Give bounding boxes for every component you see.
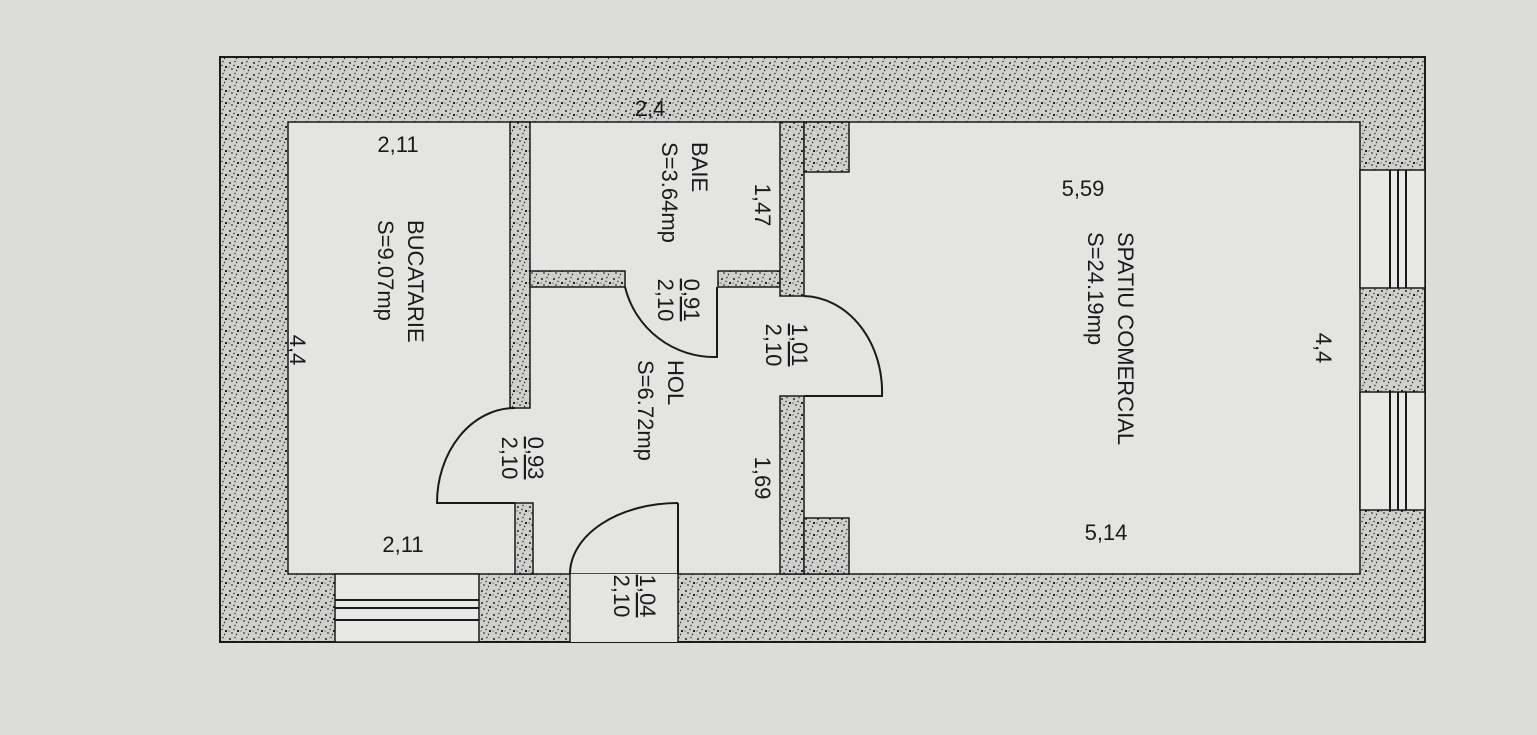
- dim-kitchen-top: 2,11: [377, 132, 418, 157]
- wall-shop-stub-top: [803, 121, 850, 173]
- room-area-kitchen: S=9.07mp: [373, 220, 398, 321]
- dim-top-outer: 2,4: [635, 96, 666, 121]
- room-name-shop: SPATIU COMERCIAL: [1113, 232, 1138, 445]
- wall-bath-hall-right: [717, 270, 781, 288]
- window-kitchen: [334, 573, 480, 643]
- wall-kitchen-hall: [514, 502, 534, 575]
- room-area-bath: S=3.64mp: [657, 142, 682, 243]
- door-height-shop: 2,10: [761, 324, 786, 367]
- door-width-shop: 1,01: [787, 324, 812, 367]
- room-area-hall: S=6.72mp: [633, 360, 658, 461]
- wall-kitchen-bath: [509, 121, 531, 409]
- dim-shop-top: 5,59: [1062, 176, 1105, 201]
- room-name-kitchen: BUCATARIE: [403, 220, 428, 343]
- door-width-kitchen: 0,93: [523, 437, 548, 480]
- door-swing-entrance: [569, 502, 679, 575]
- dim-right-outer: 4,4: [1311, 333, 1336, 364]
- dim-left-outer: 4,4: [285, 335, 310, 366]
- door-height-kitchen: 2,10: [497, 437, 522, 480]
- room-name-bath: BAIE: [687, 142, 712, 192]
- door-height-entrance: 2,10: [609, 575, 634, 618]
- door-swing-kitchen: [435, 407, 516, 504]
- dim-bath-side: 1,47: [750, 184, 775, 227]
- dim-kitchen-bottom: 2,11: [382, 532, 423, 557]
- window-shop-upper: [1359, 169, 1426, 289]
- door-swing-bath: [624, 286, 718, 359]
- door-width-bath: 0,91: [679, 279, 704, 322]
- door-swing-shop: [803, 295, 884, 397]
- entrance-opening: [570, 574, 678, 642]
- door-width-entrance: 1,04: [635, 575, 660, 618]
- wall-shop-lower: [779, 395, 805, 575]
- interior-floor: [287, 121, 1361, 575]
- wall-shop-stub-bottom: [803, 517, 850, 575]
- window-shop-lower: [1359, 391, 1426, 511]
- wall-shop-upper: [779, 121, 805, 297]
- room-area-shop: S=24.19mp: [1083, 232, 1108, 345]
- dim-hall-side: 1,69: [750, 457, 775, 500]
- wall-bath-hall-left: [529, 270, 626, 288]
- dim-shop-bottom: 5,14: [1085, 520, 1128, 545]
- room-name-hall: HOL: [663, 360, 688, 405]
- door-height-bath: 2,10: [653, 279, 678, 322]
